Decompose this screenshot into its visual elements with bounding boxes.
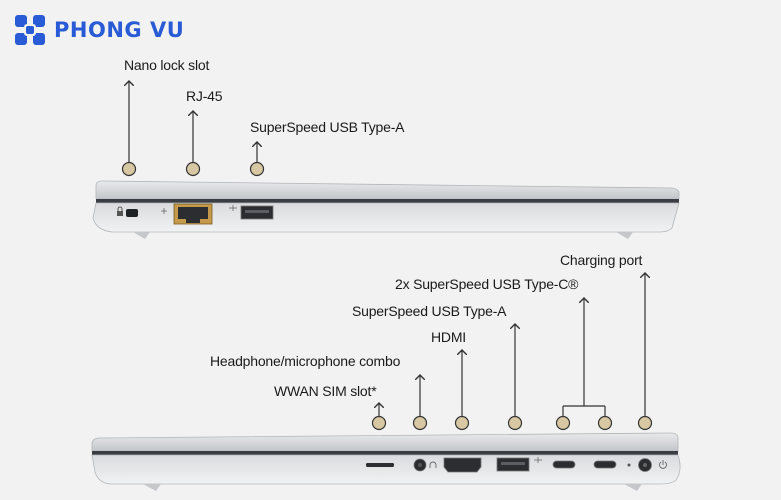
charge-led — [627, 463, 631, 467]
usb-c-port-1 — [552, 460, 576, 469]
usb-icon-right — [534, 457, 542, 463]
brand-mark-icon — [15, 15, 45, 45]
label-usb-a-bottom: SuperSpeed USB Type-A — [352, 303, 507, 319]
wwan-sim-slot — [366, 463, 394, 467]
lock-icon — [117, 206, 123, 216]
label-hdmi: HDMI — [431, 329, 466, 345]
charging-port — [638, 458, 652, 472]
hdmi-port — [443, 457, 482, 473]
laptop-right-side — [91, 432, 681, 491]
power-icon — [659, 460, 667, 469]
network-icon — [161, 208, 167, 214]
callout-headphone — [412, 375, 428, 431]
brand-logo: PHONG VU — [14, 14, 184, 46]
usb-c-port-2 — [593, 460, 617, 469]
usb-a-port-right — [496, 457, 530, 472]
label-usb-a-top: SuperSpeed USB Type-A — [250, 119, 405, 135]
label-usb-c: 2x SuperSpeed USB Type-C® — [395, 276, 579, 292]
callout-usb-a-bottom — [507, 324, 523, 431]
headphone-jack — [413, 458, 427, 472]
callout-hdmi — [454, 350, 470, 431]
usb-a-port-left — [240, 205, 274, 220]
laptop-left-side — [92, 180, 680, 239]
callout-usb-a-top — [249, 142, 265, 177]
label-headphone: Headphone/microphone combo — [210, 353, 401, 369]
callout-wwan — [371, 403, 387, 431]
callout-rj45 — [185, 111, 201, 177]
brand-name: PHONG VU — [54, 18, 185, 42]
callout-charging — [637, 273, 653, 431]
rj45-port — [173, 203, 213, 225]
nano-lock-slot — [126, 209, 138, 217]
label-nano-lock: Nano lock slot — [124, 57, 210, 73]
headset-icon — [429, 461, 437, 468]
callout-usb-c — [555, 298, 613, 431]
usb-icon — [229, 205, 237, 211]
label-rj45-top: RJ-45 — [186, 88, 223, 104]
label-wwan: WWAN SIM slot* — [274, 383, 377, 399]
callout-nano-lock — [121, 81, 137, 177]
label-charging-port: Charging port — [560, 252, 643, 268]
